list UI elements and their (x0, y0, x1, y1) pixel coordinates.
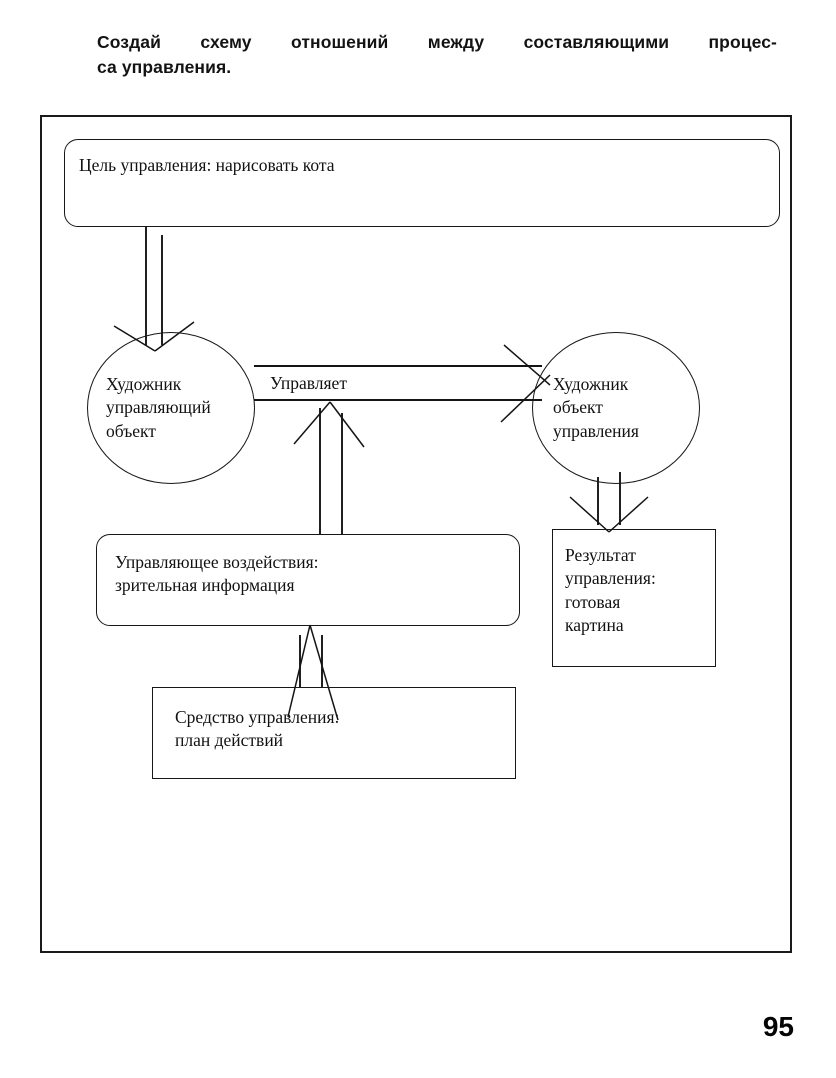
edge-label-controls-text: Управляет (270, 373, 347, 393)
node-influence-label: Управляющее воздействия: зрительная инфо… (115, 552, 319, 596)
task-prompt: Создай схему отношений между составляющи… (97, 30, 777, 81)
node-actor-subject-label: Художник управляющий объект (106, 374, 211, 441)
node-actor-subject[interactable]: Художник управляющий объект (87, 332, 255, 484)
edge-label-controls: Управляет (270, 372, 347, 395)
task-prompt-line-1: Создай схему отношений между составляющи… (97, 32, 777, 52)
node-goal[interactable]: Цель управления: нарисовать кота (64, 139, 780, 227)
node-result-label: Результат управления: готовая картина (565, 545, 656, 635)
arrow-influence-to-control-edge (293, 401, 365, 534)
task-prompt-line-2: са управления. (97, 57, 232, 78)
node-means[interactable]: Средство управления: план действий (152, 687, 516, 779)
diagram-frame: Цель управления: нарисовать кота Художни… (40, 115, 792, 953)
node-actor-object-label: Художник объект управления (553, 374, 639, 441)
node-means-label: Средство управления: план действий (175, 707, 340, 751)
node-actor-object[interactable]: Художник объект управления (532, 332, 700, 484)
node-result[interactable]: Результат управления: готовая картина (552, 529, 716, 667)
node-goal-label: Цель управления: нарисовать кота (79, 155, 335, 175)
node-influence[interactable]: Управляющее воздействия: зрительная инфо… (96, 534, 520, 626)
page-number: 95 (762, 1011, 794, 1042)
